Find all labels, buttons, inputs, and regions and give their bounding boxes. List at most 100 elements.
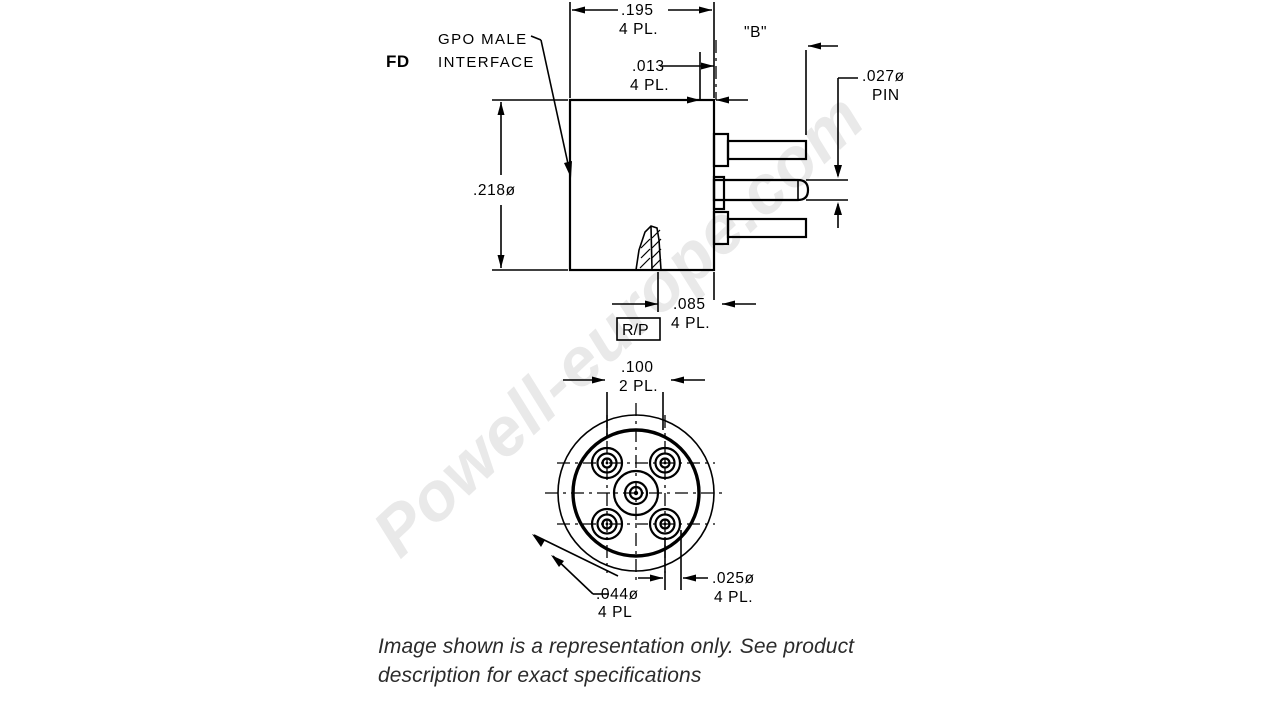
dim-027-arrow-up	[834, 202, 842, 215]
dim-027-note: PIN	[872, 87, 900, 104]
pin-hole-ll-inner	[601, 518, 613, 530]
dim-100-value: .100	[621, 359, 654, 376]
pin-hole-lr-mid	[654, 513, 676, 535]
pin-hole-ul-inner	[601, 457, 613, 469]
pin-bottom-body	[726, 217, 808, 239]
center-pin-mid	[623, 480, 649, 506]
dim-027-value: .027ø	[862, 68, 905, 85]
dim-195-value: .195	[621, 2, 654, 19]
dim-044-note: 4 PL	[598, 604, 632, 621]
rp-box: R/P	[616, 317, 661, 341]
pin-hole-ur-inner	[659, 457, 671, 469]
end-view: .100 2 PL.	[532, 359, 755, 621]
revision-code-label: FD	[386, 52, 410, 71]
caption-line-2: description for exact specifications	[378, 664, 702, 687]
dim-044-leader-upper	[533, 534, 619, 577]
pin-hole-lower-left	[590, 507, 624, 541]
dim-100-arrow-right	[671, 376, 684, 384]
pin-hole-ur-mid	[654, 452, 676, 474]
dim-085: .085 4 PL.	[612, 272, 756, 332]
pin-top-shoulder	[712, 132, 730, 168]
dim-025-note: 4 PL.	[714, 589, 753, 606]
dim-013-note: 4 PL.	[630, 77, 669, 94]
pin-hole-ur-center	[663, 461, 667, 465]
watermark-text: Powell-europe.com	[358, 79, 878, 571]
pin-middle-body	[712, 178, 810, 202]
key-feature	[635, 225, 662, 271]
gpo-label-line2: INTERFACE	[438, 54, 535, 71]
pin-middle	[712, 175, 810, 211]
pin-hole-ll-mid	[596, 513, 618, 535]
pin-hole-ll-center	[605, 522, 609, 526]
dim-100-note: 2 PL.	[619, 378, 658, 395]
dim-218-arrow-down	[497, 255, 505, 268]
pin-hole-ul-outer	[590, 446, 624, 480]
dim-013-arrow-top	[701, 62, 714, 70]
dim-218-value: .218ø	[473, 182, 516, 199]
gpo-leader-arrow	[564, 161, 572, 178]
watermark: Powell-europe.com	[358, 79, 878, 571]
dim-025-arrow-left	[650, 574, 663, 582]
dim-085-arrow-right	[722, 300, 735, 308]
key-feature-edge	[650, 225, 653, 271]
flange-outer-circle	[557, 414, 715, 572]
dim-044-value: .044ø	[596, 586, 639, 603]
body-inner-circle	[571, 428, 701, 558]
gpo-interface-callout: GPO MALE INTERFACE	[438, 31, 572, 178]
pin-top	[712, 132, 808, 168]
dim-025: .025ø 4 PL.	[638, 530, 755, 606]
rp-box-outline	[616, 317, 661, 341]
dim-195-arrow-right	[699, 6, 712, 14]
dim-100: .100 2 PL.	[563, 359, 705, 438]
caption: Image shown is a representation only. Se…	[378, 632, 938, 690]
center-pin	[612, 469, 660, 517]
dim-044-arrow-lower	[551, 555, 564, 567]
dim-B-label: "B"	[744, 24, 767, 41]
pin-hole-lr-outer	[648, 507, 682, 541]
dim-085-value: .085	[673, 296, 706, 313]
dim-085-note: 4 PL.	[671, 315, 710, 332]
dim-195-note: 4 PL.	[619, 21, 658, 38]
center-pin-core	[633, 490, 639, 496]
pin-hole-ul-mid	[596, 452, 618, 474]
pin-hole-upper-right	[648, 446, 682, 480]
pin-top-body	[726, 139, 808, 161]
rp-box-label: R/P	[622, 322, 649, 339]
dim-044-arrow-upper	[532, 534, 545, 547]
dim-013: .013 4 PL.	[630, 52, 748, 104]
pin-hole-ll-outer	[590, 507, 624, 541]
pin-hole-ur-outer	[648, 446, 682, 480]
side-view: .195 4 PL. .013 4 PL. "B"	[386, 2, 905, 341]
center-pin-inner	[628, 485, 644, 501]
dim-195: .195 4 PL.	[569, 2, 715, 98]
pin-bottom	[712, 210, 808, 246]
dim-218-arrow-up	[497, 102, 505, 115]
dim-195-arrow-left	[572, 6, 585, 14]
dim-013-arrow-right	[716, 96, 729, 104]
dim-013-arrow-mid	[687, 96, 700, 104]
pin-hole-lower-right	[648, 507, 682, 541]
gpo-label-line1: GPO MALE	[438, 31, 528, 48]
dim-B: "B"	[715, 24, 838, 135]
gpo-leader-line	[540, 39, 571, 174]
gpo-leader-tail	[530, 35, 542, 41]
key-feature-outline	[635, 225, 662, 271]
dim-027-pin: .027ø PIN	[806, 68, 905, 228]
caption-line-1: Image shown is a representation only. Se…	[378, 635, 855, 658]
dim-044: .044ø 4 PL	[532, 534, 639, 621]
dim-085-arrow-left	[645, 300, 658, 308]
pin-hole-lr-inner	[659, 518, 671, 530]
center-pin-outer	[612, 469, 660, 517]
dim-B-arrow	[808, 42, 821, 50]
dim-027-arrow-down	[834, 165, 842, 178]
dim-218: .218ø	[473, 99, 568, 271]
dim-025-value: .025ø	[712, 570, 755, 587]
pin-hole-lr-center	[663, 522, 667, 526]
key-feature-hatching	[639, 229, 662, 269]
pin-hole-upper-left	[590, 446, 624, 480]
pin-hole-ul-center	[605, 461, 609, 465]
dim-013-value: .013	[632, 58, 665, 75]
dim-100-arrow-left	[592, 376, 605, 384]
dim-025-arrow-right	[683, 574, 696, 582]
